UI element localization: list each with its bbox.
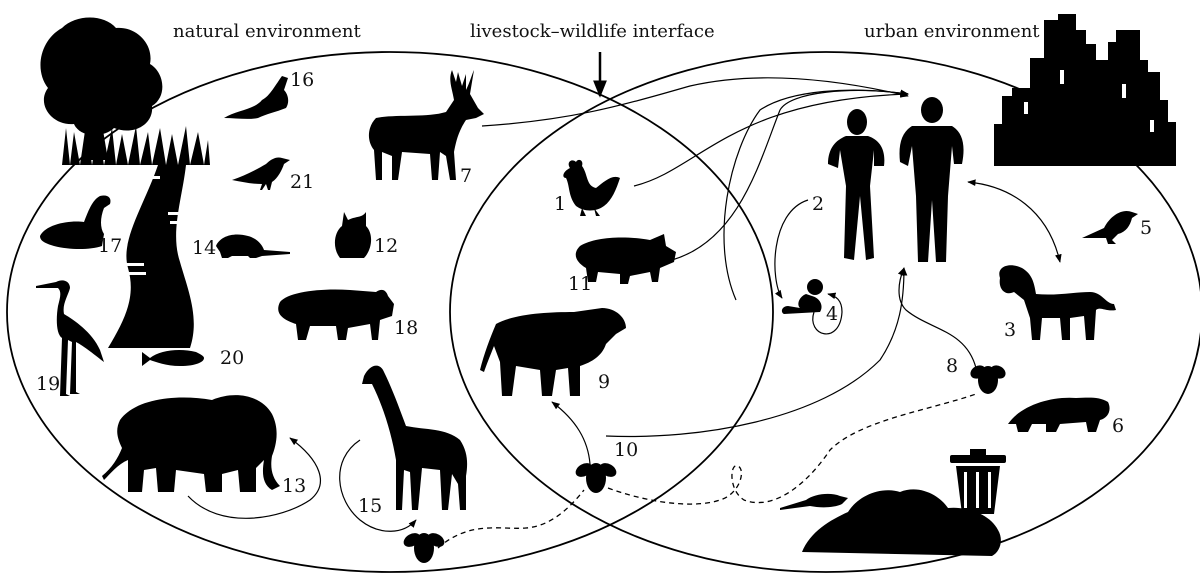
cattle-icon (480, 308, 626, 396)
fly-icon (575, 463, 617, 493)
label-19: 19 (36, 373, 60, 395)
fly-icon (970, 365, 1006, 394)
fly-icon (403, 533, 445, 563)
rat-icon (780, 493, 848, 510)
dog-icon (999, 265, 1116, 340)
label-16: 16 (290, 69, 314, 91)
infant-icon (781, 279, 823, 314)
crow-icon (232, 157, 290, 190)
raccoon-icon (1008, 397, 1110, 432)
duck-icon (40, 195, 111, 249)
giraffe-icon (362, 365, 468, 510)
natural-environment-ellipse (6, 51, 774, 573)
label-4: 4 (826, 303, 838, 325)
magpie-icon (1082, 210, 1138, 244)
river-icon (108, 165, 194, 348)
label-14: 14 (192, 237, 216, 259)
humans-icon (828, 97, 964, 262)
label-5: 5 (1140, 217, 1152, 239)
elephant-icon (102, 395, 280, 492)
owl-icon (334, 212, 372, 258)
heading-livestock-wildlife-interface: livestock–wildlife interface (470, 21, 715, 42)
transmission-arrows (187, 77, 1062, 532)
label-3: 3 (1004, 319, 1016, 341)
label-9: 9 (598, 371, 610, 393)
label-7: 7 (460, 165, 472, 187)
city-skyline-icon (994, 14, 1176, 166)
rodent-icon (216, 234, 290, 258)
urban-environment-ellipse (449, 51, 1200, 573)
label-17: 17 (98, 235, 122, 257)
heading-natural-environment: natural environment (173, 21, 361, 42)
label-15: 15 (358, 495, 382, 517)
fish-icon (142, 350, 204, 366)
heron-icon (36, 280, 104, 396)
label-6: 6 (1112, 415, 1124, 437)
label-1: 1 (554, 193, 566, 215)
label-10: 10 (614, 439, 638, 461)
bat-icon (224, 76, 289, 119)
fly-flight-paths (437, 393, 977, 549)
label-12: 12 (374, 235, 398, 257)
node-labels: 1 2 3 4 5 6 7 8 9 10 11 12 13 14 15 16 1… (36, 69, 1152, 517)
heading-urban-environment: urban environment (864, 21, 1040, 42)
deer-icon (368, 70, 484, 180)
label-13: 13 (282, 475, 306, 497)
rooster-icon (563, 159, 620, 216)
domestic-pig-icon (575, 234, 676, 284)
tree-icon (40, 17, 210, 165)
label-21: 21 (290, 171, 314, 193)
label-2: 2 (812, 193, 824, 215)
label-11: 11 (568, 273, 592, 295)
garbage-pile-icon (802, 489, 1001, 556)
trash-can-icon (950, 449, 1006, 514)
label-8: 8 (946, 355, 958, 377)
wild-pig-icon (278, 289, 394, 340)
label-20: 20 (220, 347, 244, 369)
label-18: 18 (394, 317, 418, 339)
